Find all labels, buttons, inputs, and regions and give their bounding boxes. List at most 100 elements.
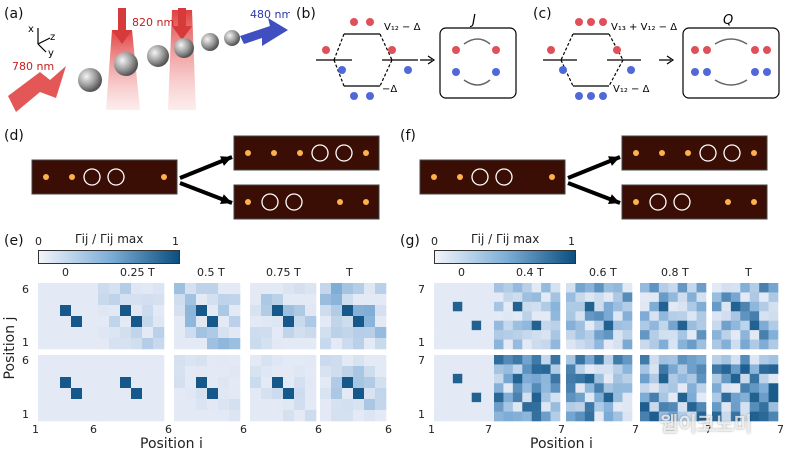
heatmap-cell	[768, 330, 779, 340]
heatmap-cell	[462, 320, 473, 331]
heatmap-cell	[658, 411, 669, 422]
heatmap-cell	[185, 305, 197, 317]
tick-e-bot-max: 6	[22, 354, 29, 367]
time-label-g-1: 0.4 T	[516, 266, 544, 279]
heatmap-cell	[218, 388, 230, 400]
heatmap-cell	[375, 388, 387, 400]
heatmap-cell	[658, 292, 669, 303]
heatmap-cell	[109, 316, 121, 328]
heatmap-cell	[768, 383, 779, 394]
heatmap-cell	[82, 283, 94, 295]
heatmap-cell	[566, 355, 576, 365]
heatmap-cell	[584, 311, 595, 322]
heatmap-cell	[452, 364, 463, 375]
heatmap-cell	[462, 411, 473, 422]
heatmap-cell	[471, 301, 482, 312]
heatmap-cell	[142, 327, 154, 339]
heatmap-cell	[649, 292, 660, 303]
heatmap-cell	[566, 330, 576, 340]
time-label-g-3: 0.8 T	[661, 266, 689, 279]
heatmap-cell	[452, 283, 463, 293]
heatmap-cell	[721, 392, 732, 403]
heatmap-cell	[566, 320, 576, 331]
heatmap-cell	[38, 338, 50, 350]
heatmap-cell	[712, 383, 722, 394]
heatmap-cell	[375, 366, 387, 378]
heatmap-cell	[696, 283, 707, 293]
heatmap-cell	[82, 294, 94, 306]
heatmap-cell	[142, 388, 154, 400]
heatmap-cell	[342, 355, 354, 367]
heatmap-cell	[677, 339, 688, 350]
heatmap-cell	[575, 364, 586, 375]
heatmap-cell	[38, 283, 50, 295]
heatmap-cell	[749, 373, 760, 384]
heatmap-cell	[740, 330, 751, 340]
heatmap-cell	[668, 301, 679, 312]
heatmap-cell	[131, 388, 143, 400]
empty-site-circle-icon	[495, 168, 513, 186]
heatmap-cell	[658, 320, 669, 331]
heatmap-cell	[142, 355, 154, 367]
empty-site-circle-icon	[335, 144, 353, 162]
heatmap-cell	[196, 410, 208, 422]
heatmap-cell	[768, 373, 779, 384]
heatmap-cell	[120, 294, 132, 306]
heatmap-cell	[687, 383, 697, 394]
heatmap-cell	[740, 411, 751, 422]
heatmap-cell	[721, 383, 732, 394]
heatmap-cell	[364, 327, 376, 339]
heatmap-cell	[522, 311, 533, 322]
heatmap-cell	[82, 366, 94, 378]
heatmap-cell	[622, 402, 633, 412]
heatmap-cell	[98, 377, 110, 389]
heatmap-cell	[759, 355, 769, 365]
heatmap-cell	[749, 283, 760, 293]
heatmap-cell	[531, 301, 542, 312]
atom-spot-icon	[337, 199, 343, 205]
heatmap-cell	[452, 383, 463, 394]
heatmap-cell	[462, 383, 473, 394]
heatmap-cell	[229, 283, 241, 295]
heatmap-cell	[283, 388, 295, 400]
x-axis-title-g: Position i	[530, 436, 593, 452]
heatmap-cell	[512, 339, 523, 350]
heatmap-cell	[696, 392, 707, 403]
heatmap-cell	[331, 377, 343, 389]
heatmap-cell	[375, 410, 387, 422]
empty-site-circle-icon	[107, 168, 125, 186]
heatmap-cell	[721, 355, 732, 365]
heatmap-cell	[749, 320, 760, 331]
heatmap-cell	[687, 392, 697, 403]
heatmap-cell	[613, 402, 623, 412]
heatmap-cell	[38, 294, 50, 306]
heatmap-cell	[229, 327, 241, 339]
heatmap-cell	[353, 399, 365, 411]
heatmap-cell	[622, 320, 633, 331]
x-axis-title-e: Position i	[140, 436, 203, 452]
heatmap-cell	[294, 316, 306, 328]
atom-spot-icon	[549, 174, 555, 180]
heatmap-cell	[434, 301, 444, 312]
heatmap-cell	[677, 320, 688, 331]
empty-site-circle-icon	[723, 144, 741, 162]
heatmap-cell	[550, 301, 561, 312]
heatmap-cell	[622, 355, 633, 365]
heatmap-cell	[677, 330, 688, 340]
heatmap-cell	[721, 301, 732, 312]
tick-g-x-max-1: 7	[485, 423, 492, 436]
heatmap-cell	[677, 311, 688, 322]
heatmap-cell	[196, 399, 208, 411]
heatmap-cell	[658, 311, 669, 322]
heatmap-cell	[261, 399, 273, 411]
heatmap-cell	[759, 383, 769, 394]
heatmap-cell	[522, 292, 533, 303]
empty-site-circle-icon	[471, 168, 489, 186]
heatmap-cell	[622, 411, 633, 422]
empty-site-circle-icon	[285, 193, 303, 211]
heatmap-cell	[768, 311, 779, 322]
heatmap-cell	[250, 305, 262, 317]
heatmap-cell	[622, 339, 633, 350]
heatmap-cell	[109, 338, 121, 350]
heatmap-cell	[603, 330, 614, 340]
